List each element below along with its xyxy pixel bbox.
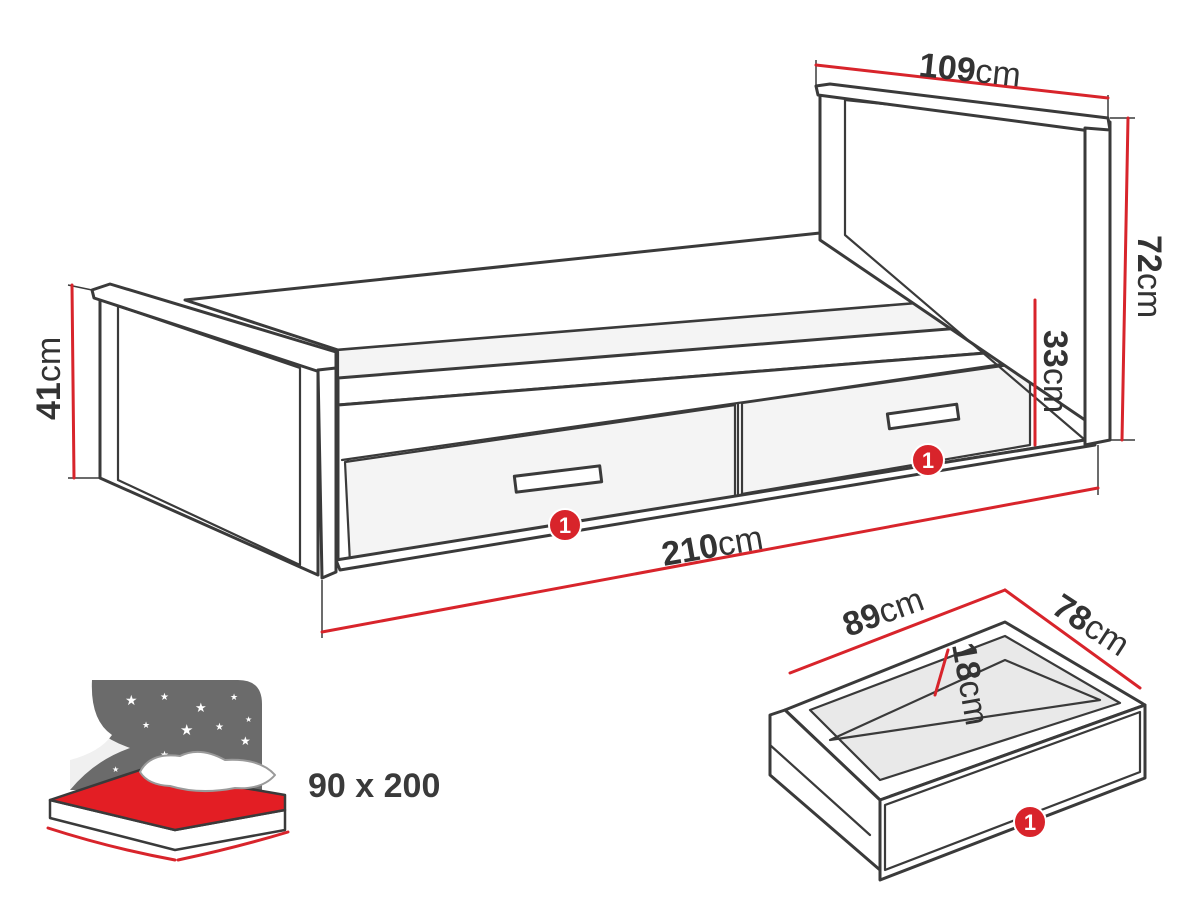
bed-head-leg [1083, 126, 1112, 447]
drawer-depth-line [1003, 588, 1142, 690]
bed-drawer-badge-left: 1 [548, 508, 582, 542]
svg-text:★: ★ [230, 693, 238, 703]
drawer-cavity [808, 634, 1122, 782]
bed-dimensions: 109cm 72cm 33cm 41cm 210cm 1 [30, 46, 1168, 638]
drawer-front [878, 703, 1147, 882]
svg-text:★: ★ [180, 721, 193, 739]
mattress-size-label: 90 x 200 [308, 767, 440, 805]
svg-text:★: ★ [240, 734, 251, 748]
bed-drawer-right [740, 360, 1032, 496]
frame-height-label: 33cm [1036, 330, 1074, 413]
bed-foot-leg [316, 366, 338, 580]
drawer-width-label: 89cm [838, 580, 929, 644]
mattress-icon: ★ ★ ★ ★ ★ ★ ★ ★ ★ ★ ★ ★ 90 x 200 [46, 680, 440, 862]
svg-text:★: ★ [195, 701, 207, 716]
bed-drawer-badge-right: 1 [911, 443, 945, 477]
svg-text:1: 1 [922, 448, 934, 473]
drawer-badge: 1 [1013, 805, 1047, 839]
footboard-height-line [70, 283, 76, 480]
svg-text:★: ★ [125, 693, 138, 709]
headboard-width-label: 109cm [917, 46, 1022, 94]
headboard-height-line [1120, 116, 1130, 442]
svg-text:★: ★ [142, 721, 150, 731]
svg-text:★: ★ [112, 765, 119, 774]
svg-text:1: 1 [1024, 810, 1036, 835]
bed-drawer-left-handle [512, 464, 604, 494]
drawer-height-label: 18cm [944, 640, 996, 728]
footboard-height-label: 41cm [30, 337, 68, 420]
svg-text:★: ★ [245, 715, 252, 724]
drawer-drawing [768, 620, 1147, 882]
drawer-width-line [788, 588, 1007, 675]
headboard-height-label: 72cm [1130, 235, 1168, 318]
pillow-icon [139, 750, 276, 793]
drawer-height-line [933, 648, 950, 697]
headboard-width-line [814, 63, 1110, 100]
svg-text:★: ★ [160, 692, 169, 703]
svg-text:1: 1 [559, 513, 571, 538]
bed-drawer-right-handle [885, 402, 961, 431]
bed-length-line [320, 486, 1100, 634]
bed-length-label: 210cm [659, 519, 766, 574]
bed-drawing [90, 82, 1112, 580]
svg-text:★: ★ [215, 722, 224, 733]
